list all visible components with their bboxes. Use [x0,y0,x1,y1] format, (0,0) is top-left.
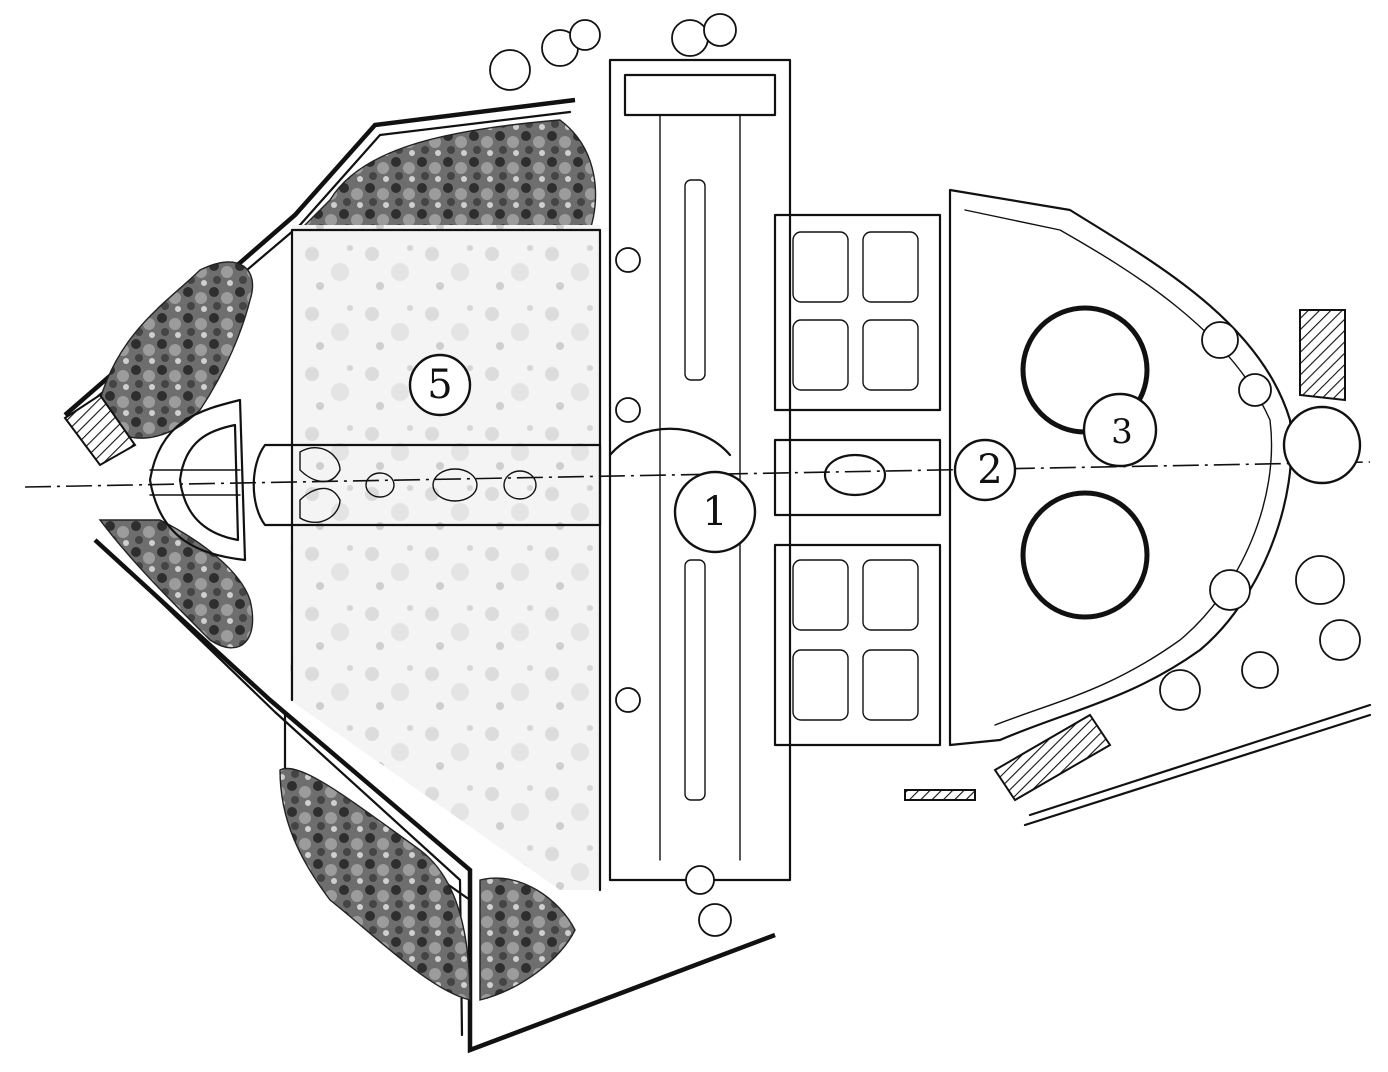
main-axis [24,461,1371,488]
marker-2-label: 2 [977,447,1002,493]
south-pavilion [993,713,1112,802]
south-round-pool [1020,490,1150,620]
lawn-parterre [290,225,602,892]
east-pavilion [1299,309,1346,402]
marker-3[interactable]: 3 [1082,392,1158,468]
west-pavilion [63,393,137,467]
cour-building-north [904,789,976,801]
marker-3-label: 3 [1111,412,1133,452]
marker-1[interactable]: 1 [673,470,757,554]
broderie-parterre-south [773,543,942,747]
broderie-parterre-north [773,213,942,412]
bosquet-south-west [98,519,576,1001]
marker-2[interactable]: 2 [953,438,1017,502]
broderie-parterre-central [773,438,942,517]
marker-1-label: 1 [702,489,727,535]
central-parterre-band [252,443,602,527]
trees [489,13,1361,937]
main-canal-alley [608,58,792,882]
marker-east-end [1282,405,1362,485]
marker-5[interactable]: 5 [408,353,472,417]
bosquet-north-west [99,119,597,439]
marker-5-label: 5 [427,362,452,408]
